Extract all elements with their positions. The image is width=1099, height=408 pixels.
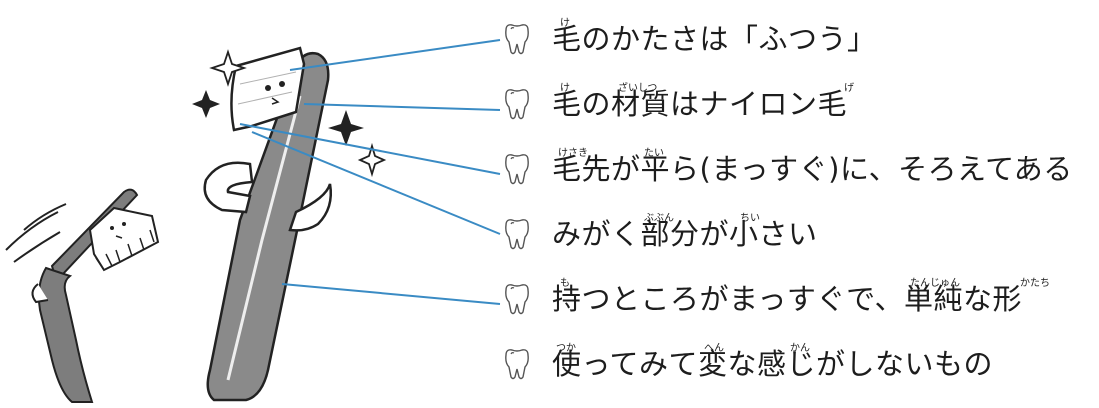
tooth-icon [500,152,534,186]
leader-line-1 [289,39,501,71]
item-text: 使ってみて変な感じがしないもの [552,347,994,381]
leader-line-5 [281,283,501,305]
item-text: みがく部分が小さい [552,217,818,251]
leader-line-4 [251,131,501,235]
item-text: 毛先が平ら(まっすぐ)に、そろえてある [552,152,1073,186]
furigana: ぶぶん [644,213,674,224]
list-item: ぶぶん ちいみがく部分が小さい [500,209,817,259]
furigana: たい [644,148,664,159]
leader-lines [239,39,501,305]
list-item: けさき たい毛先が平ら(まっすぐ)に、そろえてある [500,144,1072,194]
item-text: 持つところがまっすぐで、単純な形 [552,282,1022,316]
tooth-icon [500,282,534,316]
item-text: 毛の材質はナイロン毛 [552,87,848,121]
list-item: つか へん かん使ってみて変な感じがしないもの [500,339,993,389]
furigana: けさき [558,148,588,159]
tooth-icon [500,347,534,381]
furigana: かたち [1020,278,1050,289]
furigana: も [560,278,570,289]
furigana: たんじゅん [910,278,960,289]
furigana: け [560,18,570,29]
furigana: ざいしつ [618,83,658,94]
furigana: げ [844,83,854,94]
furigana: かん [790,343,810,354]
list-item: け ざいしつ げ毛の材質はナイロン毛 [500,79,854,129]
tooth-icon [500,87,534,121]
furigana: け [560,83,570,94]
list-item: け毛のかたさは「ふつう」 [500,14,876,64]
furigana: ちい [740,213,760,224]
leader-line-2 [303,103,501,111]
furigana: へん [704,343,724,354]
big-toothbrush-icon [192,46,387,402]
small-toothbrush-icon [5,188,160,403]
item-text: 毛のかたさは「ふつう」 [552,22,877,56]
tooth-icon [500,22,534,56]
furigana: つか [556,343,576,354]
leader-line-3 [239,123,501,175]
list-item: も たんじゅん かたち持つところがまっすぐで、単純な形 [500,274,1050,324]
tooth-icon [500,217,534,251]
